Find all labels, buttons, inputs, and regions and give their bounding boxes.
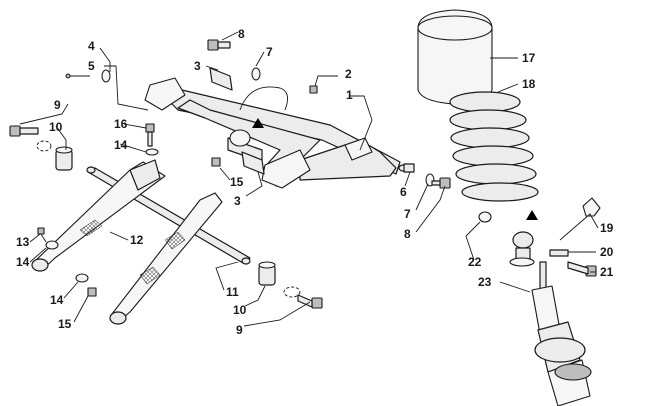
callout-labels: 1 2 3 3 4 5 6 7 7 8 8 9 9 10 10 11 12 13… — [16, 27, 614, 337]
callout-9-right: 9 — [236, 323, 243, 337]
link-bracket — [129, 159, 161, 191]
callout-18: 18 — [522, 77, 536, 91]
callout-16: 16 — [114, 117, 128, 131]
bolt-21 — [567, 261, 597, 277]
pointer-arrow-right — [526, 210, 538, 220]
callout-19: 19 — [600, 221, 614, 235]
callout-15-left: 15 — [58, 317, 72, 331]
washer-22 — [478, 211, 492, 223]
callout-3-bottom: 3 — [234, 194, 241, 208]
cap-4 — [101, 69, 111, 83]
washer-14-b — [75, 273, 89, 283]
nut-2 — [309, 85, 318, 94]
clip-19 — [582, 197, 601, 217]
callout-12: 12 — [130, 233, 144, 247]
bushing-3-lower — [241, 151, 265, 175]
pointer-arrow-left — [252, 118, 264, 128]
bushing-left — [55, 146, 73, 171]
callout-17: 17 — [522, 51, 536, 65]
callout-7-top: 7 — [266, 45, 273, 59]
bolt-right — [283, 286, 323, 309]
callout-1: 1 — [346, 88, 353, 102]
callout-14-a: 14 — [16, 255, 30, 269]
callout-14-c: 14 — [114, 138, 128, 152]
link-arm-left — [31, 161, 166, 272]
callout-5: 5 — [88, 59, 95, 73]
shock-mount — [509, 231, 535, 267]
shock-spring — [449, 91, 539, 202]
shock-boot — [417, 9, 493, 105]
washer-14-a — [45, 240, 59, 250]
callout-23: 23 — [478, 275, 492, 289]
callout-15-center: 15 — [230, 175, 244, 189]
callout-20: 20 — [600, 245, 614, 259]
bolt-left — [9, 125, 52, 152]
bolt-8-right — [431, 177, 451, 189]
callout-7-right: 7 — [404, 207, 411, 221]
nut-15-left — [87, 287, 97, 297]
callout-21: 21 — [600, 265, 614, 279]
callout-11: 11 — [226, 285, 239, 299]
callout-6: 6 — [400, 185, 407, 199]
bolt-16 — [145, 123, 155, 147]
spacer-6 — [403, 163, 415, 173]
callout-8-top: 8 — [238, 27, 245, 41]
leader-lines — [19, 31, 599, 327]
bushing-right — [258, 261, 276, 286]
callout-8-right: 8 — [404, 227, 411, 241]
callout-14-b: 14 — [50, 293, 64, 307]
callout-9-left: 9 — [54, 98, 61, 112]
bushing-3-upper — [209, 67, 233, 91]
link-arm-right — [109, 192, 223, 325]
callout-10-left: 10 — [49, 120, 63, 134]
washer-7-top — [251, 67, 261, 81]
shock-body — [531, 261, 592, 406]
callout-2: 2 — [345, 67, 352, 81]
callout-4: 4 — [88, 39, 95, 53]
screw-13 — [37, 227, 47, 243]
grease-fitting-5 — [65, 73, 90, 79]
callout-3-top: 3 — [194, 59, 201, 73]
callout-22: 22 — [468, 255, 482, 269]
spacer-20 — [549, 249, 569, 257]
callout-13: 13 — [16, 235, 30, 249]
nut-15-center — [211, 157, 221, 167]
a-arm — [144, 77, 408, 189]
callout-10-right: 10 — [233, 303, 247, 317]
washer-14-c — [145, 148, 159, 156]
bolt-8-top — [207, 39, 231, 51]
